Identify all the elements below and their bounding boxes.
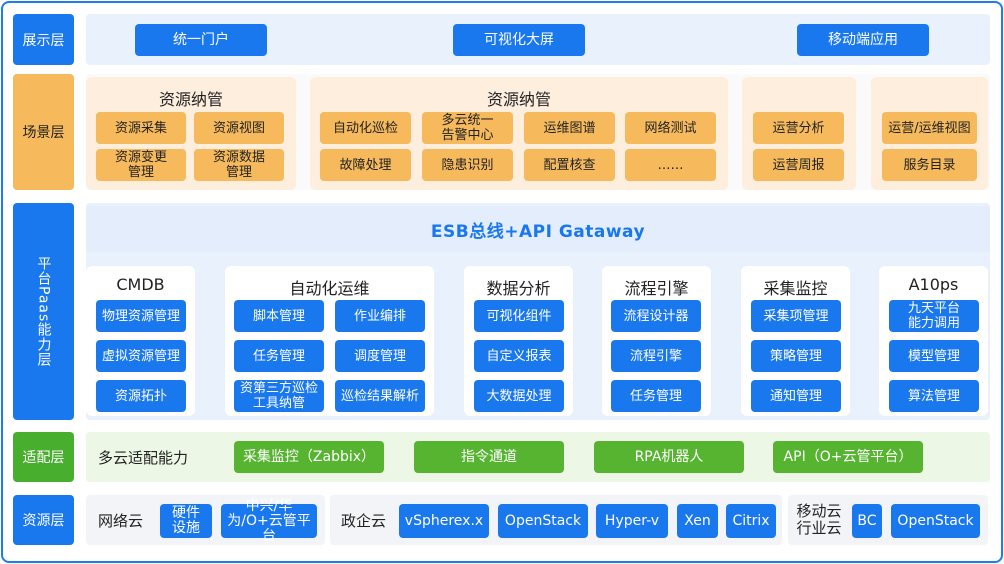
vsphere-button[interactable]: vSpherex.x [399, 504, 489, 538]
hardware-facility-button[interactable]: 硬件设施 [160, 504, 212, 538]
command-channel-button[interactable]: 指令通道 [414, 441, 564, 473]
row-label-resource-text: 资源层 [22, 513, 65, 529]
virtual-resource-button[interactable]: 虚拟资源管理 [96, 340, 186, 372]
more-button[interactable]: …… [625, 149, 716, 181]
row-label-platform: 平台Paas能力层 [13, 203, 74, 420]
third-party-inspect-button[interactable]: 资第三方巡检工具纳管 [234, 380, 324, 412]
operation-analysis-button[interactable]: 运营分析 [753, 112, 844, 144]
zabbix-collect-button[interactable]: 采集监控（Zabbix） [234, 441, 384, 473]
auto-inspect-button[interactable]: 自动化巡检 [320, 112, 411, 144]
flow-designer-button[interactable]: 流程设计器 [611, 300, 701, 332]
row-label-display-text: 展示层 [22, 32, 65, 49]
esb-bus-title: ESB总线+API Gataway [86, 206, 990, 252]
resource-view-button[interactable]: 资源视图 [194, 112, 284, 144]
row-label-platform-text: 平台Paas能力层 [35, 255, 52, 368]
row-label-resource: 资源层 [13, 495, 74, 545]
platform-group-title: A10ps [908, 275, 959, 294]
resource-data-button[interactable]: 资源数据管理 [194, 149, 284, 181]
openstack-mobile-button[interactable]: OpenStack [891, 504, 980, 538]
platform-group-title: 数据分析 [486, 279, 551, 298]
ops-view-button[interactable]: 运营/运维视图 [882, 112, 977, 144]
zte-huawei-button[interactable]: 中兴/华为/O+云管平台 [221, 498, 317, 543]
ops-graph-button[interactable]: 运维图谱 [524, 112, 615, 144]
physical-resource-button[interactable]: 物理资源管理 [96, 300, 186, 332]
visual-component-button[interactable]: 可视化组件 [474, 300, 564, 332]
scene-group-title: 资源纳管 [158, 90, 223, 109]
row-label-adapter-text: 适配层 [22, 450, 65, 466]
visual-screen-button[interactable]: 可视化大屏 [453, 24, 585, 56]
algorithm-mgmt-button[interactable]: 算法管理 [889, 380, 979, 412]
unified-portal-button[interactable]: 统一门户 [135, 24, 267, 56]
openstack-gov-button[interactable]: OpenStack [498, 504, 588, 538]
network-cloud-title: 网络云 [98, 511, 144, 530]
api-cloud-button[interactable]: API（O+云管平台） [773, 441, 923, 473]
service-catalog-button[interactable]: 服务目录 [882, 149, 977, 181]
multi-cloud-alert-button[interactable]: 多云统一告警中心 [422, 112, 513, 144]
hyperv-button[interactable]: Hyper-v [596, 504, 668, 538]
notify-mgmt-button[interactable]: 通知管理 [751, 380, 841, 412]
mobile-app-button[interactable]: 移动端应用 [797, 24, 929, 56]
gov-cloud-title: 政企云 [341, 511, 387, 530]
platform-group-title: 采集监控 [763, 279, 828, 298]
config-check-button[interactable]: 配置核查 [524, 149, 615, 181]
row-label-scene-text: 场景层 [22, 125, 65, 141]
operation-weekly-button[interactable]: 运营周报 [753, 149, 844, 181]
mobile-cloud-title: 移动云行业云 [796, 502, 842, 537]
task-mgmt-button[interactable]: 任务管理 [234, 340, 324, 372]
row-label-adapter: 适配层 [13, 432, 74, 482]
policy-mgmt-button[interactable]: 策略管理 [751, 340, 841, 372]
inspect-result-button[interactable]: 巡检结果解析 [335, 380, 425, 412]
platform-group-title: 流程引擎 [624, 279, 689, 298]
citrix-button[interactable]: Citrix [726, 504, 776, 538]
script-mgmt-button[interactable]: 脚本管理 [234, 300, 324, 332]
custom-report-button[interactable]: 自定义报表 [474, 340, 564, 372]
model-mgmt-button[interactable]: 模型管理 [889, 340, 979, 372]
row-label-scene: 场景层 [13, 74, 74, 190]
flow-engine-button[interactable]: 流程引擎 [611, 340, 701, 372]
scene-group-title: 资源纳管 [486, 90, 551, 109]
collect-item-button[interactable]: 采集项管理 [751, 300, 841, 332]
xen-button[interactable]: Xen [677, 504, 718, 538]
jiutian-platform-button[interactable]: 九天平台能力调用 [889, 300, 979, 332]
adapter-title: 多云适配能力 [98, 448, 189, 467]
resource-collect-button[interactable]: 资源采集 [96, 112, 186, 144]
fault-handle-button[interactable]: 故障处理 [320, 149, 411, 181]
resource-topology-button[interactable]: 资源拓扑 [96, 380, 186, 412]
flow-task-button[interactable]: 任务管理 [611, 380, 701, 412]
risk-identify-button[interactable]: 隐患识别 [422, 149, 513, 181]
network-test-button[interactable]: 网络测试 [625, 112, 716, 144]
schedule-mgmt-button[interactable]: 调度管理 [335, 340, 425, 372]
job-orchestrate-button[interactable]: 作业编排 [335, 300, 425, 332]
big-data-button[interactable]: 大数据处理 [474, 380, 564, 412]
resource-change-button[interactable]: 资源变更管理 [96, 149, 186, 181]
platform-group-title: CMDB [116, 275, 165, 294]
rpa-robot-button[interactable]: RPA机器人 [594, 441, 744, 473]
platform-group-title: 自动化运维 [289, 279, 370, 298]
bc-button[interactable]: BC [852, 504, 882, 538]
row-label-display: 展示层 [13, 14, 74, 65]
